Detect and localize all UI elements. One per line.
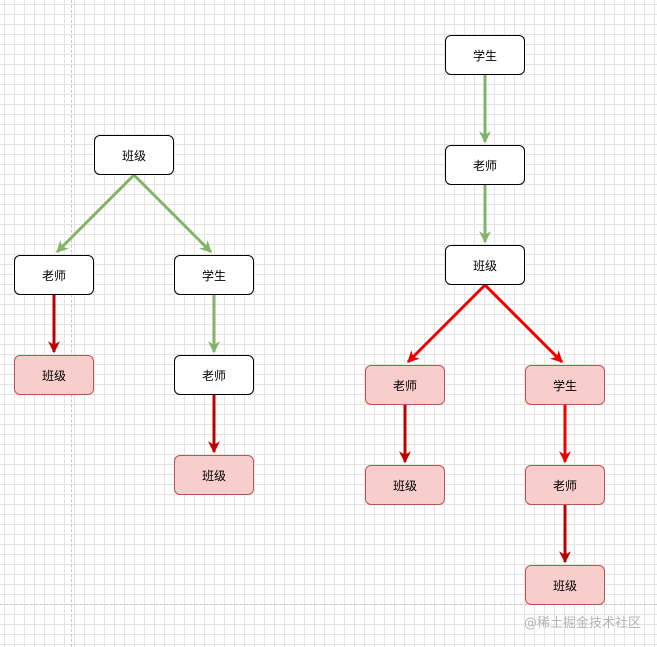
- node-label: 老师: [472, 158, 497, 173]
- node-label: 老师: [392, 378, 417, 393]
- node-label: 学生: [552, 378, 577, 393]
- node-left-banji-root[interactable]: 班级: [94, 135, 174, 175]
- node-label: 老师: [552, 478, 577, 493]
- node-left-laoshi[interactable]: 老师: [14, 255, 94, 295]
- node-left-banji-leaf-2[interactable]: 班级: [174, 455, 254, 495]
- node-right-laoshi-3[interactable]: 老师: [525, 465, 605, 505]
- edge-right-banji-to-xuesheng: [483, 283, 564, 364]
- node-left-laoshi-2[interactable]: 老师: [174, 355, 254, 395]
- node-left-xuesheng[interactable]: 学生: [174, 255, 254, 295]
- watermark-text: @稀土掘金技术社区: [523, 616, 641, 631]
- node-label: 学生: [201, 268, 226, 283]
- node-label: 老师: [201, 368, 226, 383]
- node-label: 班级: [201, 468, 226, 483]
- node-right-laoshi-2[interactable]: 老师: [365, 365, 445, 405]
- node-label: 班级: [472, 258, 497, 273]
- horizontal-guide-line: [0, 604, 657, 605]
- node-label: 班级: [121, 148, 146, 163]
- node-right-laoshi[interactable]: 老师: [445, 145, 525, 185]
- node-left-banji-leaf[interactable]: 班级: [14, 355, 94, 395]
- node-right-xuesheng-root[interactable]: 学生: [445, 35, 525, 75]
- edge-right-banji-to-laoshi: [406, 283, 487, 364]
- node-label: 班级: [41, 368, 66, 383]
- node-label: 学生: [472, 48, 497, 63]
- edge-left-banji-to-xuesheng: [132, 173, 213, 254]
- node-label: 班级: [552, 578, 577, 593]
- vertical-guide-line: [71, 0, 72, 647]
- node-label: 老师: [41, 268, 66, 283]
- node-right-banji-leaf-2[interactable]: 班级: [525, 565, 605, 605]
- node-right-xuesheng-2[interactable]: 学生: [525, 365, 605, 405]
- node-right-banji-leaf[interactable]: 班级: [365, 465, 445, 505]
- edge-left-banji-to-laoshi: [55, 173, 136, 254]
- node-label: 班级: [392, 478, 417, 493]
- node-right-banji[interactable]: 班级: [445, 245, 525, 285]
